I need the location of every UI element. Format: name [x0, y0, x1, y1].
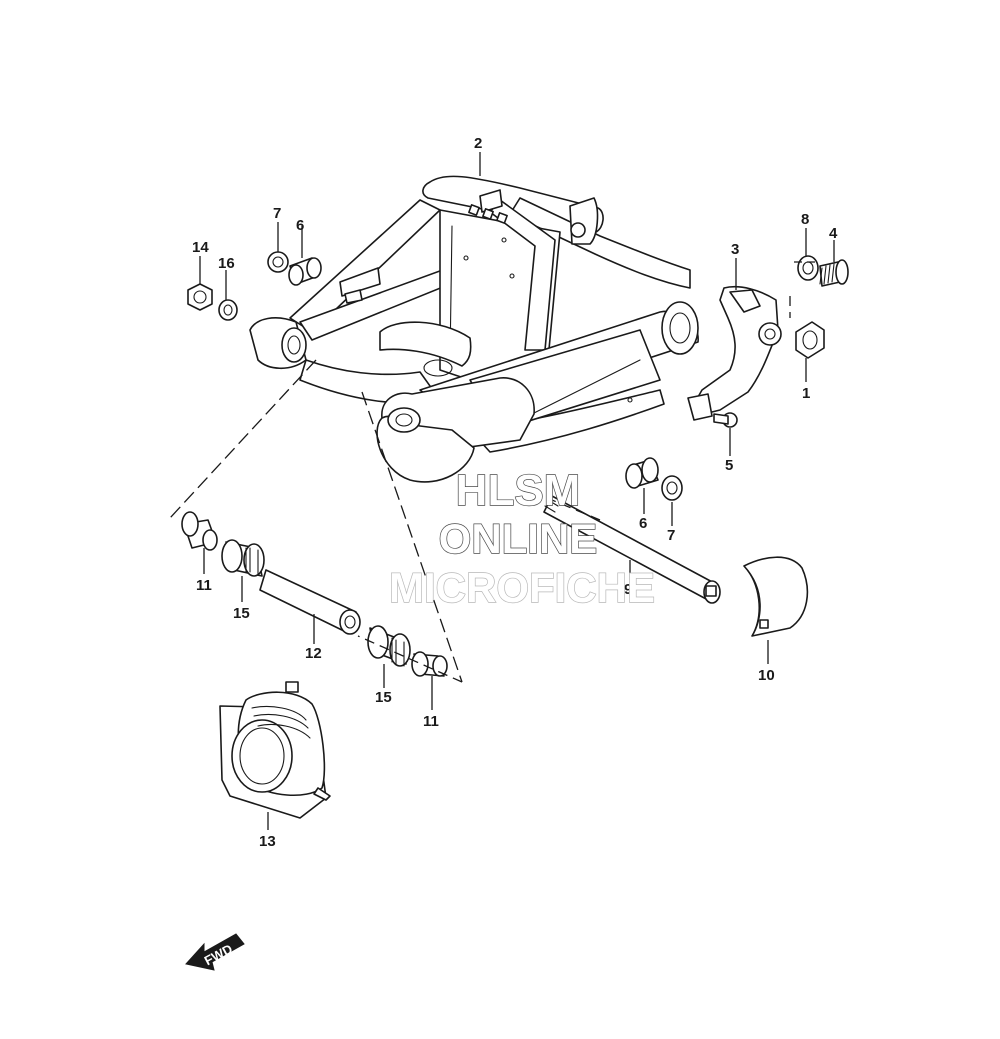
callout-16: 16 — [218, 255, 235, 272]
watermark-line-3: MICROFICHE — [389, 564, 655, 611]
spacer-12 — [259, 569, 361, 635]
callout-labels: 2 7 6 14 16 3 8 4 1 5 6 7 9 10 11 15 12 … — [192, 135, 838, 850]
callout-2: 2 — [474, 135, 482, 152]
callout-11-right: 11 — [423, 713, 439, 730]
nut-1 — [795, 321, 825, 359]
bearing-6-right — [625, 457, 659, 489]
cover-10 — [743, 556, 809, 637]
bolt-4 — [819, 259, 849, 287]
callout-6-top: 6 — [296, 217, 304, 234]
collar-8 — [797, 255, 819, 281]
bushing-11-right — [411, 651, 448, 677]
leader-lines — [169, 152, 835, 830]
callout-11-left: 11 — [196, 577, 212, 594]
callout-7-top: 7 — [273, 205, 281, 222]
bolt-5 — [713, 412, 738, 428]
callout-8: 8 — [801, 211, 809, 228]
bearing-15-right — [367, 625, 411, 667]
bearing-15-left — [221, 539, 265, 577]
bushing-11-left — [181, 511, 218, 551]
boot-13 — [219, 681, 331, 819]
washer-16 — [218, 299, 238, 321]
bearing-6-left — [288, 257, 322, 286]
callout-3: 3 — [731, 241, 739, 258]
watermark-line-1: HLSM — [456, 466, 581, 515]
watermark-line-2: ONLINE — [439, 515, 598, 562]
callout-6-right: 6 — [639, 515, 647, 532]
seal-7-left — [267, 251, 289, 273]
callout-15-right: 15 — [375, 689, 392, 706]
callout-14: 14 — [192, 239, 209, 256]
pivot-shaft — [543, 495, 721, 604]
callout-10: 10 — [758, 667, 775, 684]
caliper-bracket — [687, 285, 782, 421]
seal-7-right — [661, 475, 683, 501]
watermark: HLSM ONLINE MICROFICHE — [388, 465, 655, 611]
callout-13: 13 — [259, 833, 276, 850]
callout-15-left: 15 — [233, 605, 250, 622]
callout-12: 12 — [305, 645, 322, 662]
callout-4: 4 — [829, 225, 838, 242]
nut-14 — [187, 283, 213, 311]
forward-arrow-icon: FWD — [185, 933, 245, 971]
callout-5: 5 — [725, 457, 733, 474]
callout-7-right: 7 — [667, 527, 675, 544]
fwd-label: FWD — [202, 941, 235, 968]
swingarm — [249, 175, 699, 483]
callout-9: 9 — [624, 581, 632, 598]
callout-1: 1 — [802, 385, 810, 402]
